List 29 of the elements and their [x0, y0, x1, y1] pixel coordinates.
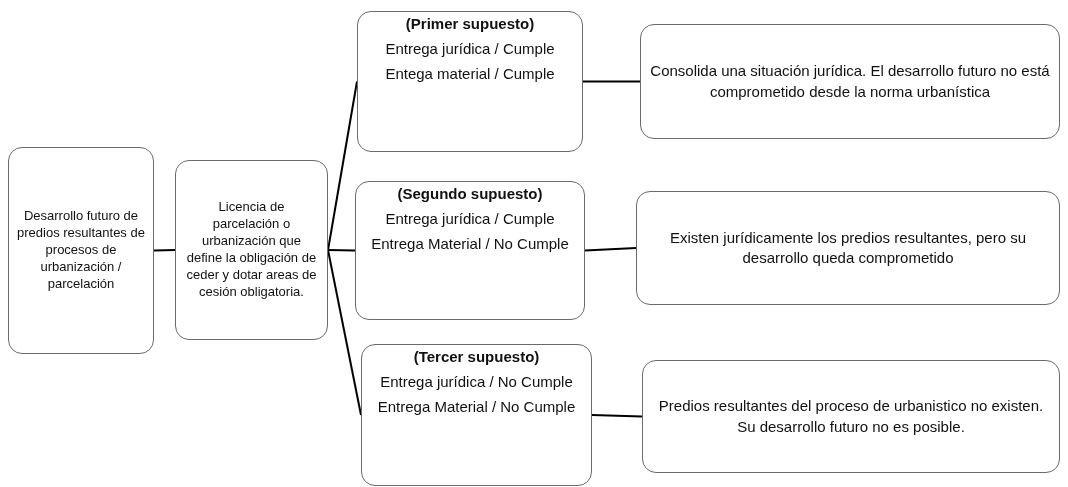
box-text: Entrega jurídica / No Cumple — [380, 371, 573, 391]
box-text: Entrega Material / No Cumple — [377, 397, 576, 417]
box-text: Entrega Material / No Cumple — [371, 234, 569, 254]
connector-line — [591, 414, 643, 418]
box-text: Consolida una situación jurídica. El desarrollo futuro no está comprometido desde la norma urbanística — [649, 61, 1051, 102]
process-box — [8, 147, 154, 354]
connector-line — [582, 80, 641, 83]
connector-line — [584, 247, 637, 252]
outcome-box — [640, 24, 1060, 139]
case-heading: (Tercer supuesto) — [413, 347, 540, 367]
case-box — [355, 181, 585, 320]
box-text: Entrega jurídica / Cumple — [385, 208, 555, 228]
case-heading: (Segundo supuesto) — [397, 184, 543, 204]
case-box — [361, 344, 592, 486]
box-text: Existen jurídicamente los predios resultantes, pero su desarrollo queda comprometido — [669, 227, 1027, 268]
box-text: Licencia de parcelación o urbanización que define la obligación de ceder y dotar areas de cesión obligatoria. — [185, 199, 318, 301]
connector-line — [327, 80, 358, 251]
outcome-box — [636, 191, 1060, 305]
connector-line — [327, 249, 356, 252]
outcome-box — [642, 360, 1060, 473]
connector-line — [153, 249, 176, 252]
process-box — [175, 160, 328, 340]
box-text: Entega material / Cumple — [385, 64, 555, 84]
case-heading: (Primer supuesto) — [405, 14, 535, 34]
connector-line — [327, 249, 362, 416]
box-text: Predios resultantes del proceso de urbanistico no existen. Su desarrollo futuro no es posible. — [657, 396, 1045, 437]
box-text: Entrega jurídica / Cumple — [385, 38, 555, 58]
box-text: Desarrollo futuro de predios resultantes de procesos de urbanización / parcelación — [17, 208, 145, 293]
case-box — [357, 11, 583, 152]
